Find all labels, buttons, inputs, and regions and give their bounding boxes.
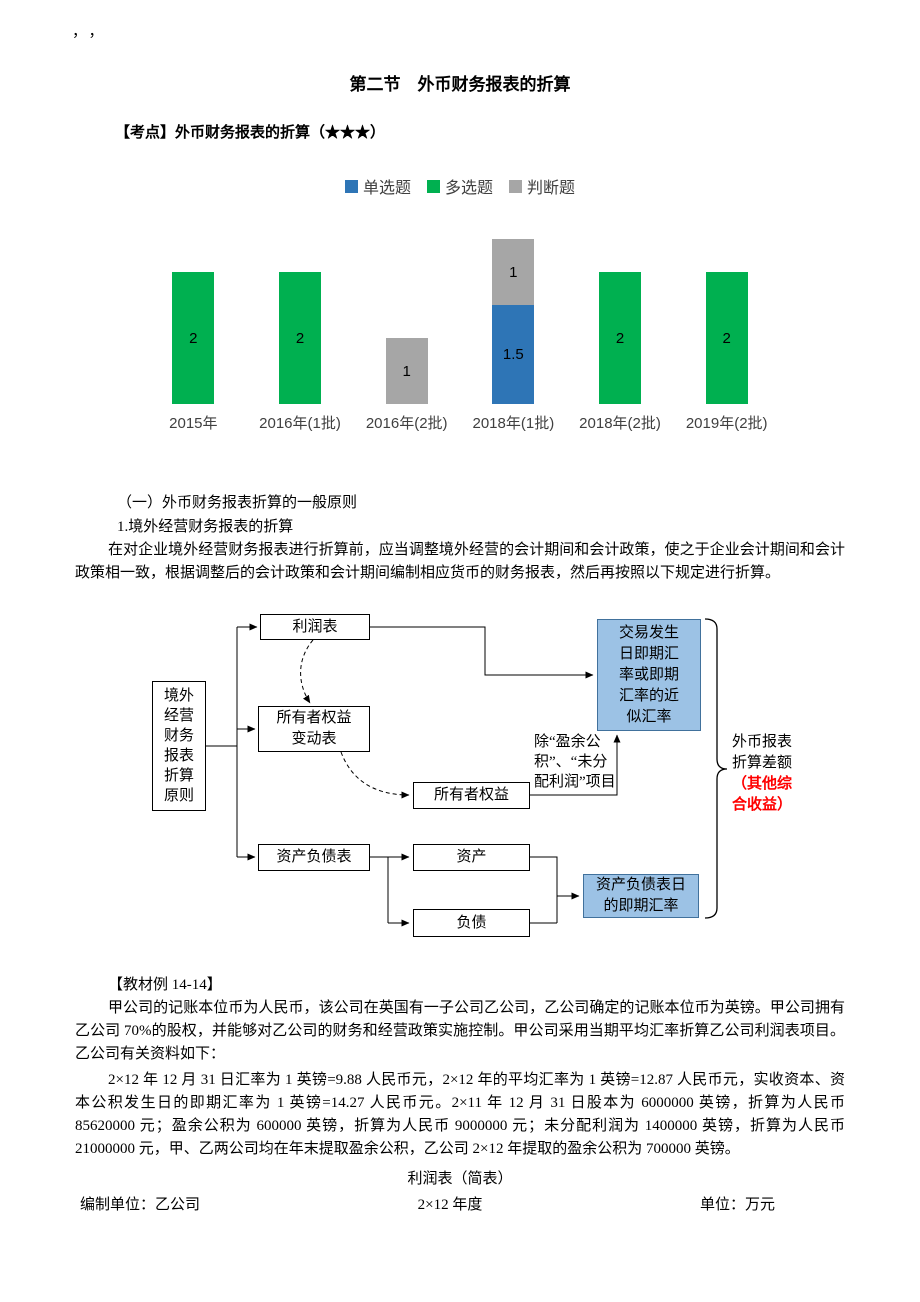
assets-box: 资产 xyxy=(413,844,530,871)
legend-swatch-blue xyxy=(344,179,358,193)
chart-bar-column: 2 xyxy=(140,236,247,404)
chart-bar-column: 2 xyxy=(673,236,780,404)
owners-equity-box: 所有者权益 xyxy=(413,782,530,809)
bar-stack: 1 xyxy=(385,338,428,404)
legend-swatch-gray xyxy=(509,179,522,193)
chart-x-axis-labels: 2015年 2016年(1批) 2016年(2批) 2018年(1批) 2018年(2批… xyxy=(140,412,780,433)
section-heading-2: 1.境外经营财务报表的折算 xyxy=(117,519,294,535)
document-page: 第二节 外币财务报表的折算 【考点】外币财务报表的折算（★★★） 单选题 多选题… xyxy=(75,75,845,1214)
balance-sheet-box: 资产负债表 xyxy=(258,844,370,871)
prepared-by-label: 编制单位：乙公司 xyxy=(80,1197,201,1213)
bar-segment: 2 xyxy=(705,272,748,404)
except-items-note: 除“盈余公积”、“未分配利润”项目 xyxy=(534,734,616,790)
section-heading-1: （一）外币财务报表折算的一般原则 xyxy=(117,495,358,511)
period-label: 2×12 年度 xyxy=(417,1197,483,1213)
chart-bar-column: 1 xyxy=(353,236,460,404)
bar-segment: 1 xyxy=(385,338,428,404)
bar-stack: 2 xyxy=(279,272,321,404)
legend-swatch-green xyxy=(426,179,440,193)
example-heading: 【教材例 14-14】 xyxy=(108,977,222,993)
x-axis-label: 2015年 xyxy=(169,415,218,432)
x-axis-label: 2018年(1批) xyxy=(472,415,555,432)
page-title: 第二节 外币财务报表的折算 xyxy=(349,75,571,94)
legend-label: 单选题 xyxy=(362,180,411,197)
unit-label: 单位：万元 xyxy=(699,1197,775,1213)
translation-difference-text: 外币报表折算差额 xyxy=(732,734,793,771)
bar-segment: 2 xyxy=(172,272,215,404)
bar-segment: 2 xyxy=(279,272,321,404)
legend-item-single-choice: 单选题 xyxy=(344,174,411,198)
bar-stack: 2 xyxy=(172,272,215,404)
corner-marks: ，， xyxy=(72,24,113,40)
chart-bar-column: 2 xyxy=(247,236,354,404)
other-comprehensive-income-text: （其他综合收益） xyxy=(732,776,793,813)
x-axis-label: 2016年(1批) xyxy=(259,415,341,432)
bar-segment: 1.5 xyxy=(492,305,535,404)
intro-paragraph: 在对企业境外经营财务报表进行折算前，应当调整境外经营的会计期间和会计政策，使之于… xyxy=(75,542,845,581)
bar-stack: 2 xyxy=(599,272,642,404)
equity-change-box: 所有者权益变动表 xyxy=(258,706,370,752)
translation-difference-label: 外币报表折算差额 （其他综合收益） xyxy=(732,732,794,816)
chart-bar-column: 2 xyxy=(567,236,674,404)
balance-date-rate-box: 资产负债表日的即期汇率 xyxy=(583,874,699,918)
principle-box: 境外经营财务报表折算原则 xyxy=(152,681,206,811)
bar-segment: 1 xyxy=(492,239,535,305)
income-statement-table-title: 利润表（简表） xyxy=(407,1171,513,1187)
liabilities-box: 负债 xyxy=(413,909,530,937)
exam-point-heading: 【考点】外币财务报表的折算（★★★） xyxy=(115,125,386,141)
legend-item-judgment: 判断题 xyxy=(509,174,575,198)
chart-legend: 单选题 多选题 判断题 xyxy=(140,174,780,198)
example-paragraph-2: 2×12 年 12 月 31 日汇率为 1 英镑=9.88 人民币元，2×12 … xyxy=(75,1072,845,1157)
example-paragraph-1: 甲公司的记账本位币为人民币，该公司在英国有一子公司乙公司，乙公司确定的记账本位币… xyxy=(75,1000,845,1062)
x-axis-label: 2018年(2批) xyxy=(579,415,661,432)
legend-label: 判断题 xyxy=(527,180,576,197)
diagram-connectors xyxy=(204,618,728,927)
translation-principle-diagram: 境外经营财务报表折算原则 利润表 所有者权益变动表 资产负债表 所有者权益 资产… xyxy=(145,609,825,961)
legend-label: 多选题 xyxy=(444,180,493,197)
bar-segment: 2 xyxy=(599,272,642,404)
bar-stack: 2 xyxy=(705,272,748,404)
income-statement-table-meta: 编制单位：乙公司 2×12 年度 单位：万元 xyxy=(75,1193,845,1214)
transaction-rate-box: 交易发生日即期汇率或即期汇率的近似汇率 xyxy=(597,619,701,731)
x-axis-label: 2016年(2批) xyxy=(365,415,448,432)
legend-item-multi-choice: 多选题 xyxy=(426,174,493,198)
income-statement-box: 利润表 xyxy=(260,614,370,640)
x-axis-label: 2019年(2批) xyxy=(685,415,768,432)
